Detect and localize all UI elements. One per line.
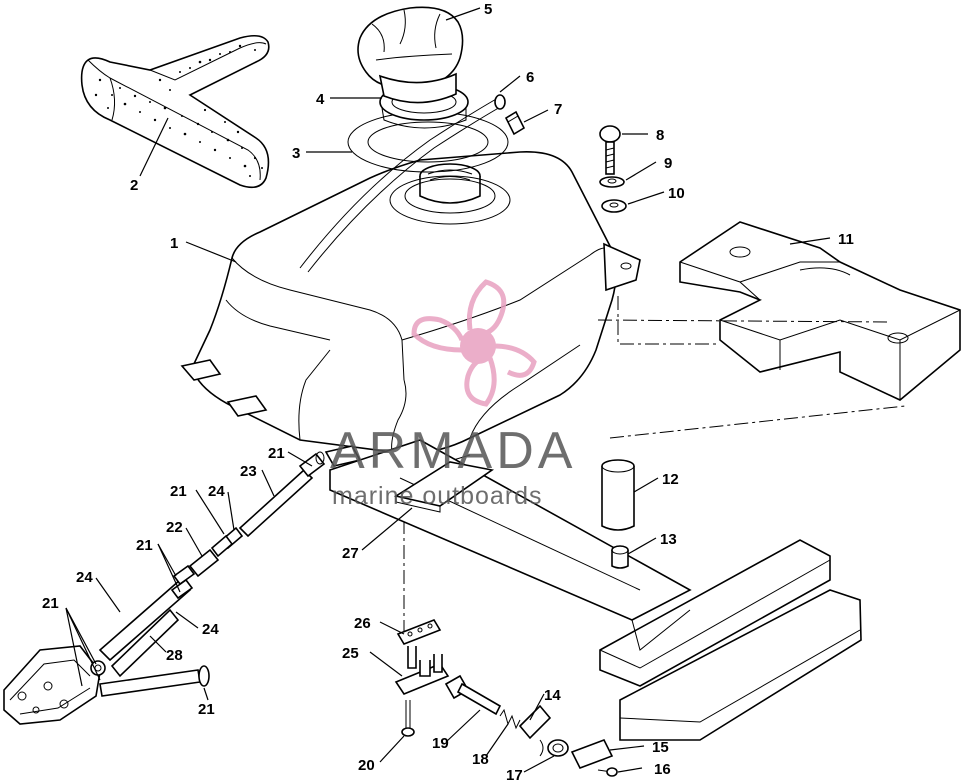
- valve-bracket: [394, 619, 450, 695]
- callout-22: 22: [166, 519, 183, 536]
- callout-23: 23: [240, 463, 257, 480]
- watermark-brand: ARMADA: [330, 422, 576, 480]
- propeller-logo: [411, 279, 537, 407]
- callout-6: 6: [526, 69, 534, 86]
- fuel-line-23: [238, 451, 326, 538]
- callout-10: 10: [668, 185, 685, 202]
- mounting-pad: [679, 221, 961, 401]
- washer-10: [601, 199, 627, 213]
- callout-21-c: 21: [136, 537, 153, 554]
- callout-labels: 1 2 3 4 5 6 7 8 9 10 11 12 13 14 15 16 1…: [42, 1, 854, 783]
- lever: [570, 738, 614, 770]
- bushing: [611, 545, 629, 569]
- spring: [499, 708, 521, 730]
- callout-12: 12: [662, 471, 679, 488]
- knob: [539, 739, 569, 757]
- fuel-line-28: [110, 608, 180, 678]
- callout-28: 28: [166, 647, 183, 664]
- filter-22: [188, 548, 220, 578]
- callout-3: 3: [292, 145, 300, 162]
- fuel-pump: [3, 645, 106, 725]
- valve-shaft: [444, 674, 502, 716]
- callout-24-c: 24: [202, 621, 219, 638]
- vent-fitting: [504, 110, 526, 136]
- callout-14: 14: [544, 687, 561, 704]
- screw-16: [597, 767, 618, 777]
- fuel-line-21-lower: [99, 665, 210, 697]
- callout-17: 17: [506, 767, 523, 783]
- callout-24-b: 24: [76, 569, 93, 586]
- callout-2: 2: [130, 177, 138, 194]
- callout-4: 4: [316, 91, 325, 108]
- fuel-line-24-upper: [98, 564, 196, 662]
- mount-bolt: [599, 125, 621, 175]
- callout-20: 20: [358, 757, 375, 774]
- callout-15: 15: [652, 739, 669, 756]
- callout-1: 1: [170, 235, 178, 252]
- callout-21-d: 21: [42, 595, 59, 612]
- foam-pad: [80, 34, 270, 189]
- callout-18: 18: [472, 751, 489, 768]
- callout-8: 8: [656, 127, 664, 144]
- callout-16: 16: [654, 761, 671, 778]
- callout-21-e: 21: [198, 701, 215, 718]
- leader-lines: [65, 7, 831, 773]
- foam-texture: [94, 44, 263, 177]
- callout-5: 5: [484, 1, 492, 18]
- callout-24-a: 24: [208, 483, 225, 500]
- screw-20: [401, 700, 415, 737]
- tank-pad: [393, 461, 495, 513]
- callout-25: 25: [342, 645, 359, 662]
- callout-19: 19: [432, 735, 449, 752]
- callout-7: 7: [554, 101, 562, 118]
- spacer: [601, 459, 635, 531]
- callout-13: 13: [660, 531, 677, 548]
- watermark-tagline: marine outboards: [332, 482, 543, 510]
- vent-hose: [299, 94, 506, 273]
- callout-11: 11: [838, 231, 854, 248]
- callout-9: 9: [664, 155, 672, 172]
- fuel-cap: [357, 6, 464, 104]
- callout-21-a: 21: [268, 445, 285, 462]
- callout-27: 27: [342, 545, 359, 562]
- callout-26: 26: [354, 615, 371, 632]
- hose-clamps-upper: [210, 526, 244, 558]
- watermark: ARMADA marine outboards: [330, 279, 576, 510]
- callout-21-b: 21: [170, 483, 187, 500]
- washer-9: [599, 176, 625, 188]
